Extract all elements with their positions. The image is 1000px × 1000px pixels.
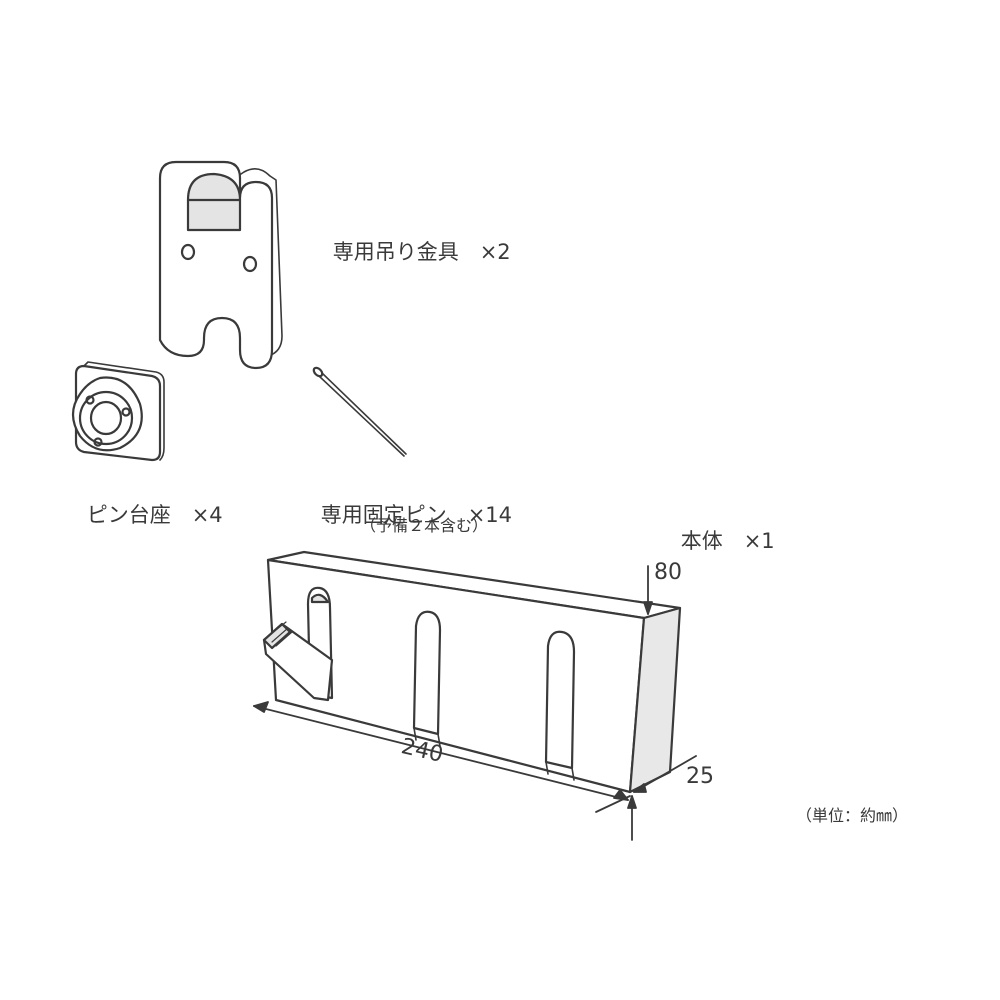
pin-base-drawing	[71, 361, 165, 462]
fixing-pin-drawing	[312, 366, 407, 457]
fixing-pin-name: 専用固定ピン	[320, 503, 447, 527]
fixing-pin-note: （予備２本含む）	[360, 516, 489, 535]
dimension-lines	[253, 565, 697, 841]
pin-base-label: ピン台座 ×4	[60, 484, 223, 547]
hanger-bracket-drawing	[158, 160, 283, 370]
pin-base-qty: ×4	[191, 503, 223, 527]
pin-base-name: ピン台座	[86, 503, 171, 527]
hanger-name: 専用吊り金具	[332, 240, 459, 264]
hanger-label: 専用吊り金具 ×2	[306, 221, 511, 284]
main-body-drawing	[262, 550, 682, 794]
main-body-label: 本体 ×1	[654, 510, 775, 573]
height-dimension: 80	[654, 560, 682, 585]
main-body-qty: ×1	[743, 529, 775, 553]
fixing-pin-label: 専用固定ピン ×14	[294, 484, 512, 547]
unit-note: （単位：約㎜）	[796, 806, 909, 825]
hanger-qty: ×2	[479, 240, 511, 264]
fixing-pin-qty: ×14	[467, 503, 513, 527]
main-body-name: 本体	[680, 529, 723, 553]
depth-dimension: 25	[686, 764, 714, 789]
